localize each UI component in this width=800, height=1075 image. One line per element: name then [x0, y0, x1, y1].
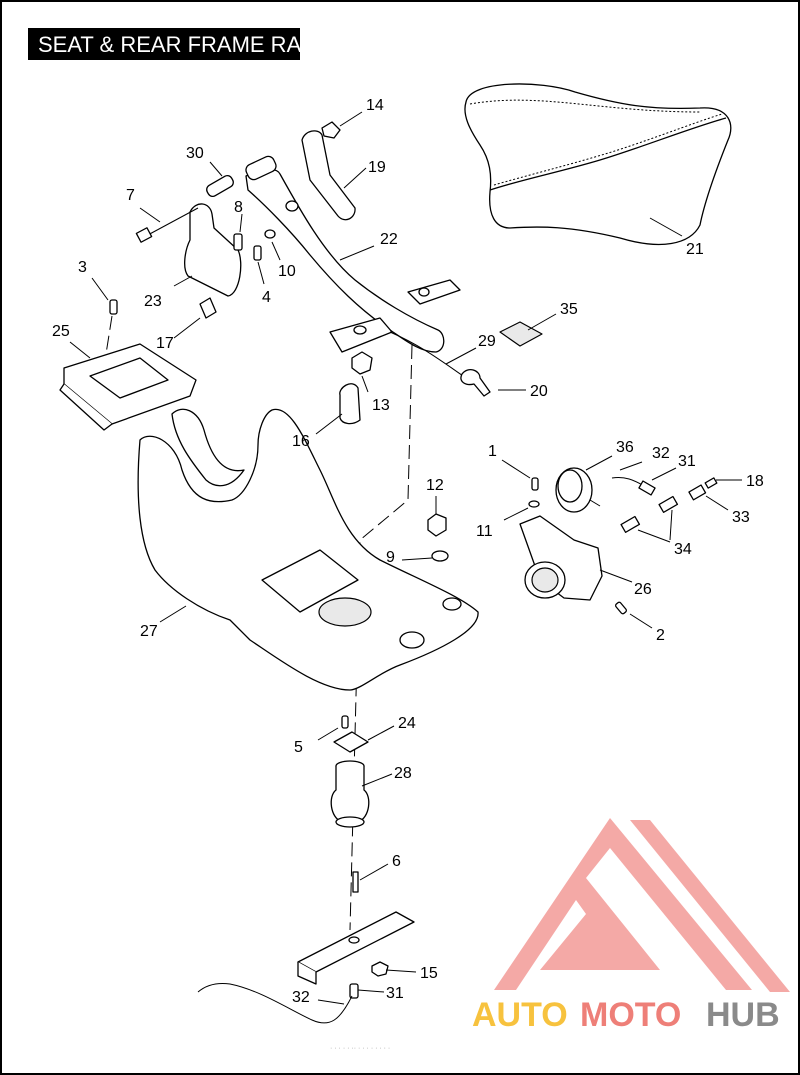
- callout-2: 2: [656, 627, 665, 644]
- bolt-part-7: [135, 207, 199, 243]
- callout-30: 30: [186, 145, 204, 162]
- callout-3: 3: [78, 259, 87, 276]
- gauge-part-36: [555, 467, 601, 513]
- bracket-part-26: [519, 515, 603, 601]
- air-spring-part-28: [330, 760, 370, 828]
- callout-1: 1: [488, 443, 497, 460]
- callout-20: 20: [530, 383, 548, 400]
- leader-3-dash: [105, 315, 113, 355]
- callout-5: 5: [294, 739, 303, 756]
- leader-14: [339, 111, 363, 127]
- callout-9: 9: [386, 549, 395, 566]
- plug-part-33: [688, 484, 707, 501]
- fitting-part-31-bottom: [349, 983, 359, 999]
- callout-21: 21: [686, 241, 704, 258]
- callout-26: 26: [634, 581, 652, 598]
- bracket-part-23: [184, 203, 242, 297]
- callout-31-top: 31: [678, 453, 696, 470]
- washer-part-11: [528, 500, 540, 508]
- seat-part-21: [464, 83, 732, 246]
- callout-25: 25: [52, 323, 70, 340]
- fitting-part-31-top: [638, 480, 656, 496]
- watermark-moto-text: MOTO: [580, 996, 681, 1034]
- screw-part-1: [531, 477, 539, 491]
- callout-7: 7: [126, 187, 135, 204]
- watermark-hub-text: HUB: [706, 996, 780, 1034]
- nut-part-14: [321, 121, 341, 139]
- cap-part-18: [704, 477, 718, 489]
- callout-4: 4: [262, 289, 271, 306]
- cover-part-25: [59, 343, 197, 431]
- label-part-35: [499, 321, 543, 347]
- title-banner: SEAT & REAR FRAME RA: [28, 28, 302, 60]
- callout-34: 34: [674, 541, 692, 558]
- hose-part-32-bottom: [197, 983, 353, 1024]
- callout-23: 23: [144, 293, 162, 310]
- bracket-part-24: [333, 731, 369, 753]
- callout-14: 14: [366, 97, 384, 114]
- screw-part-8: [233, 233, 243, 251]
- screw-part-2: [615, 601, 627, 615]
- strut-part-22: [245, 155, 461, 353]
- callout-35: 35: [560, 301, 578, 318]
- screw-part-3: [109, 299, 118, 315]
- leader-lines: [69, 161, 742, 1005]
- clip-part-17: [199, 297, 217, 319]
- callout-labels: 1 2 3 4 5 6 7 8 9 10 11 12 13 14 15 16 1…: [52, 97, 764, 1006]
- callout-33: 33: [732, 509, 750, 526]
- nut-part-15: [371, 961, 389, 977]
- callout-13: 13: [372, 397, 390, 414]
- spacer-part-30: [206, 174, 234, 198]
- pin-part-20: [460, 368, 491, 397]
- watermark-logo: AUTO MOTO HUB: [472, 818, 790, 1034]
- spring-part-29: [389, 331, 467, 379]
- washer-part-10: [264, 229, 276, 239]
- callout-19: 19: [368, 159, 386, 176]
- bracket-part-19: [301, 130, 356, 221]
- callout-29: 29: [478, 333, 496, 350]
- callout-15: 15: [420, 965, 438, 982]
- callout-32-bottom: 32: [292, 989, 310, 1006]
- screw-part-4: [253, 245, 262, 261]
- watermark-auto-text: AUTO: [472, 996, 568, 1034]
- fitting-part-34-a: [620, 515, 641, 533]
- pan-part-27: [137, 408, 479, 691]
- callout-27: 27: [140, 623, 158, 640]
- callout-16: 16: [292, 433, 310, 450]
- callout-8: 8: [234, 199, 243, 216]
- hose-part-32-top: [611, 477, 645, 487]
- callout-36: 36: [616, 439, 634, 456]
- callout-32-top: 32: [652, 445, 670, 462]
- callout-28: 28: [394, 765, 412, 782]
- bumper-part-16: [339, 383, 361, 425]
- lower-bracket: [297, 911, 415, 985]
- callout-12: 12: [426, 477, 444, 494]
- callout-10: 10: [278, 263, 296, 280]
- stud-part-6: [352, 871, 359, 893]
- nut-part-12: [427, 513, 447, 537]
- callout-6: 6: [392, 853, 401, 870]
- diagram-title: SEAT & REAR FRAME RA: [38, 32, 302, 57]
- callout-31-bottom: 31: [386, 985, 404, 1002]
- callout-17: 17: [156, 335, 174, 352]
- washer-part-9: [431, 550, 449, 562]
- svg-text:· · · · · ·· · · · · · · · ·: · · · · · ·· · · · · · · · ·: [330, 1045, 390, 1052]
- callout-11: 11: [476, 523, 493, 540]
- nut-part-13: [351, 351, 373, 375]
- callout-18: 18: [746, 473, 764, 490]
- fitting-part-34-b: [658, 495, 679, 513]
- callout-22: 22: [380, 231, 398, 248]
- screw-part-5: [341, 715, 349, 729]
- callout-24: 24: [398, 715, 416, 732]
